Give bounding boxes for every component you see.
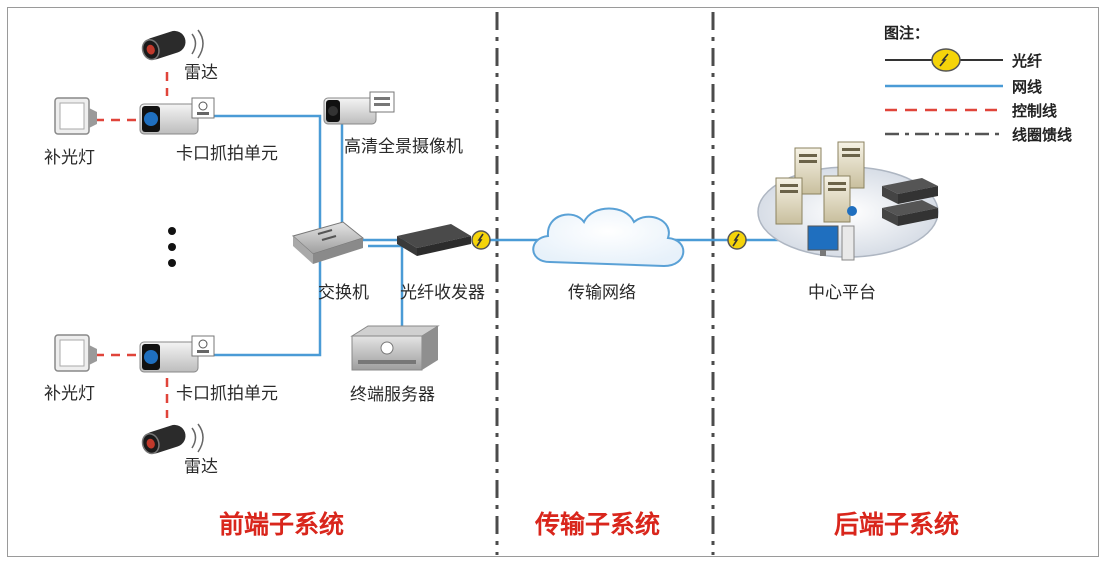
legend-fiber-label: 光纤 — [1012, 52, 1043, 70]
hd-camera-label: 高清全景摄像机 — [344, 137, 463, 157]
fill-light-icon — [54, 334, 97, 372]
center-platform-icon — [757, 141, 939, 261]
radar-icon — [141, 423, 204, 455]
legend-network-label: 网线 — [1012, 78, 1043, 96]
hd-camera-icon — [323, 91, 395, 125]
front-subsystem-title: 前端子系统 — [219, 510, 345, 539]
fiber-transceiver-icon — [397, 224, 471, 256]
legend-control-label: 控制线 — [1012, 102, 1058, 120]
radar-label-top: 雷达 — [184, 63, 218, 83]
switch-label: 交换机 — [318, 283, 369, 303]
radar-label-bottom: 雷达 — [184, 457, 218, 477]
checkpoint-camera-icon — [139, 335, 215, 373]
fiber-node-icon — [727, 230, 747, 250]
ellipsis-dots — [168, 227, 176, 267]
checkpoint-unit-label-top: 卡口抓拍单元 — [176, 144, 278, 164]
control-lines — [95, 72, 169, 418]
transceiver-label: 光纤收发器 — [400, 283, 485, 303]
terminal-server-icon — [350, 325, 440, 371]
legend-graphics — [885, 48, 1003, 136]
transmission-subsystem-title: 传输子系统 — [535, 510, 661, 539]
radar-icon — [141, 29, 204, 61]
fill-light-label-bottom: 补光灯 — [44, 384, 95, 404]
diagram-frame — [7, 7, 1099, 557]
switch-icon — [291, 221, 365, 264]
fill-light-icon — [54, 97, 97, 135]
legend-loop-label: 线圈馈线 — [1012, 126, 1073, 144]
checkpoint-camera-icon — [139, 97, 215, 135]
fill-light-label-top: 补光灯 — [44, 148, 95, 168]
center-platform-label: 中心平台 — [808, 283, 876, 303]
transmission-network-label: 传输网络 — [568, 283, 636, 303]
cloud-icon — [532, 207, 685, 268]
back-subsystem-title: 后端子系统 — [834, 510, 960, 539]
terminal-server-label: 终端服务器 — [350, 385, 435, 405]
legend-title: 图注： — [884, 24, 930, 42]
checkpoint-unit-label-bottom: 卡口抓拍单元 — [176, 384, 278, 404]
fiber-node-icon — [471, 230, 491, 250]
